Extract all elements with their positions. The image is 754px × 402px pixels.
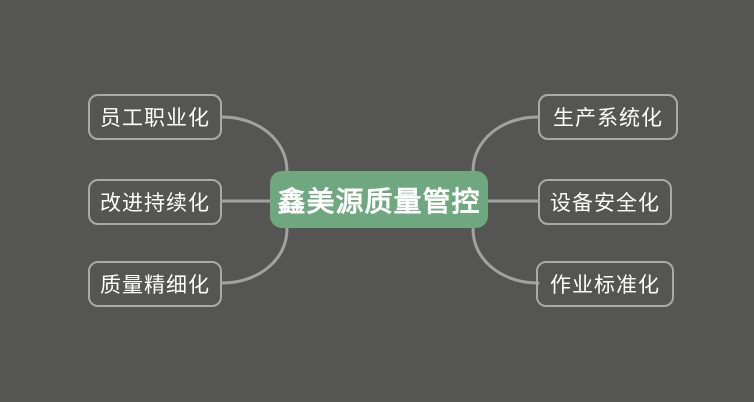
connector-left-top (220, 115, 289, 173)
branch-node-right-top[interactable]: 生产系统化 (538, 94, 678, 140)
branch-node-label: 员工职业化 (100, 107, 210, 130)
branch-node-right-bottom[interactable]: 作业标准化 (536, 261, 674, 307)
branch-node-label: 作业标准化 (550, 274, 660, 297)
branch-node-label: 设备安全化 (550, 192, 660, 215)
branch-node-label: 生产系统化 (553, 107, 663, 130)
central-node-label: 鑫美源质量管控 (277, 185, 481, 217)
connector-right-bottom (471, 227, 540, 285)
connector-right-top (471, 115, 540, 173)
branch-node-left-top[interactable]: 员工职业化 (88, 94, 222, 140)
branch-node-left-middle[interactable]: 改进持续化 (88, 179, 222, 225)
central-node[interactable]: 鑫美源质量管控 (270, 171, 488, 228)
branch-node-label: 质量精细化 (100, 274, 210, 297)
connector-left-bottom (220, 227, 289, 285)
branch-node-left-bottom[interactable]: 质量精细化 (88, 261, 222, 307)
branch-node-right-middle[interactable]: 设备安全化 (538, 179, 672, 225)
branch-node-label: 改进持续化 (100, 192, 210, 215)
